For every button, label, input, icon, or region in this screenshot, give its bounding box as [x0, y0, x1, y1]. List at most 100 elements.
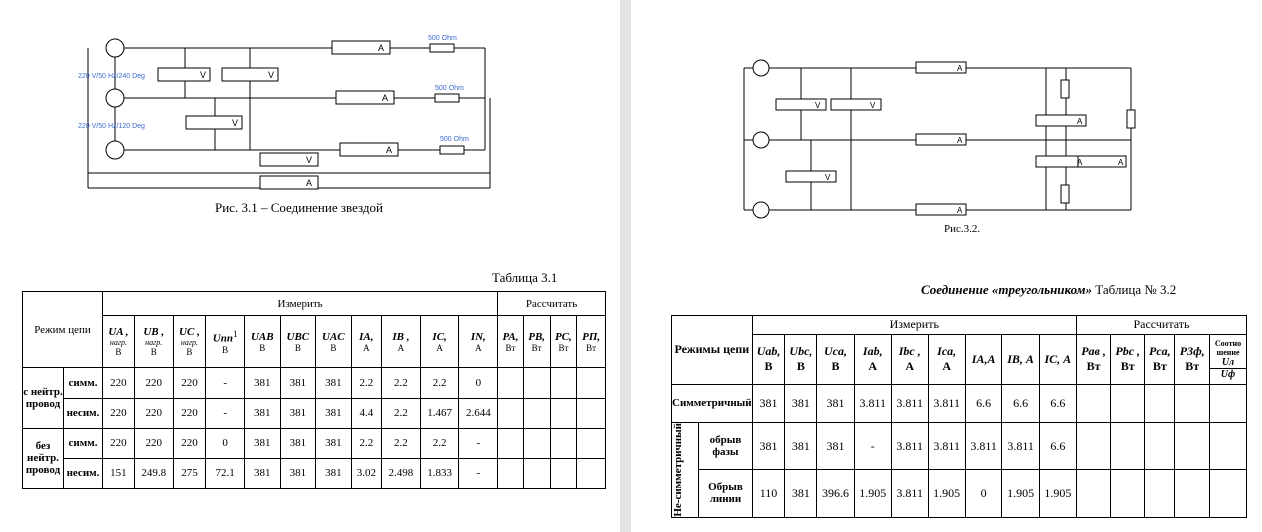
calc-col-header: Pbc ,Вт [1110, 333, 1146, 385]
empty-cell [1209, 383, 1247, 423]
table-cell: 72.1 [205, 457, 246, 490]
empty-cell [1110, 383, 1146, 423]
measure-col-header: IA,А [964, 333, 1003, 385]
source-label-2: 220 V/50 Hz/120 Deg [78, 123, 145, 130]
col-name: Uab, [756, 344, 781, 359]
col-name: Pbc , [1115, 344, 1141, 359]
table-cell: 3.811 [964, 421, 1003, 471]
left-page: 220 V/50 Hz/240 Deg 220 V/50 Hz/120 Deg … [0, 0, 620, 532]
table-cell: 381 [279, 367, 317, 399]
table-cell: 2.644 [458, 397, 499, 429]
table-cell: 220 [102, 397, 135, 429]
table-cell: 381 [784, 469, 818, 518]
row-sub-label: несим. [63, 397, 103, 429]
empty-cell [1174, 383, 1210, 423]
table-cell: 381 [244, 457, 281, 490]
col-name: Uca, [824, 344, 847, 359]
empty-cell [497, 457, 524, 490]
empty-cell [1174, 421, 1210, 471]
col-unit: А [436, 342, 443, 353]
calc-header: Рассчитать [1075, 315, 1248, 335]
empty-cell [1144, 421, 1176, 471]
table-cell: 381 [279, 427, 317, 459]
ammeter-label: A [1077, 117, 1083, 126]
source-label-1: 220 V/50 Hz/240 Deg [78, 73, 145, 80]
table-title: Соединение «треугольником» Таблица № 3.2 [921, 282, 1176, 298]
empty-cell [576, 457, 606, 490]
table-cell: - [205, 367, 246, 399]
col-name: UBC [286, 330, 310, 343]
ammeter-label: A [306, 178, 312, 188]
table-cell: 6.6 [1001, 383, 1040, 423]
table-cell: 3.02 [350, 457, 383, 490]
col-unit: А [475, 342, 482, 353]
measure-col-header: IC,А [419, 315, 460, 369]
table-cell: 2.2 [381, 367, 421, 399]
col-sub: нагр. [180, 338, 198, 348]
col-unit: Вт [531, 342, 542, 353]
table-cell: 2.2 [350, 427, 383, 459]
right-page: V V V A A A A A A Рис.3.2. Соединение «т… [631, 0, 1262, 532]
row-label: Симметричный [671, 383, 753, 423]
table-cell: 381 [279, 397, 317, 429]
mode-header: Режим цепи [22, 290, 103, 369]
group-label-text: Не-симметричный [672, 422, 684, 517]
col-sub: нагр. [145, 338, 163, 348]
table-cell: 3.811 [1001, 421, 1040, 471]
table-cell: 249.8 [133, 457, 174, 490]
col-unit: В [259, 342, 266, 353]
table-cell: 381 [784, 383, 818, 423]
col-name: PΠ, [582, 330, 601, 343]
ammeter-label: A [382, 93, 388, 103]
table-cell: 220 [172, 427, 207, 459]
ratio-label: Соотно шение [1214, 338, 1242, 357]
figure-caption: Рис. 3.1 – Соединение звездой [215, 200, 383, 215]
empty-cell [497, 367, 524, 399]
col-name: PC, [555, 330, 572, 343]
empty-cell [576, 367, 606, 399]
col-name: PB, [528, 330, 546, 343]
figure-caption: Рис.3.2. [944, 223, 981, 235]
table-cell: - [853, 421, 892, 471]
empty-cell [576, 397, 606, 429]
empty-cell [1144, 469, 1176, 518]
table-cell: 381 [315, 427, 352, 459]
row-sub-label: обрыв фазы [698, 421, 753, 471]
ammeter-label: A [1077, 158, 1083, 167]
col-unit: В [764, 359, 773, 374]
voltmeter-label: V [306, 155, 312, 165]
table-cell: 381 [751, 421, 786, 471]
measure-col-header: IA,А [350, 315, 383, 369]
col-name: UAB [250, 330, 274, 343]
table-cell: 381 [244, 367, 281, 399]
col-name: IA,А [971, 351, 996, 366]
calc-col-header: PB,Вт [522, 315, 551, 369]
delta-connection-diagram: V V V A A A A A A [743, 59, 1136, 219]
voltmeter-label: V [815, 101, 821, 110]
measure-col-header: Ubc,В [784, 333, 818, 385]
empty-cell [1144, 383, 1176, 423]
col-name: IA, [359, 330, 374, 343]
table-cell: 2.2 [350, 367, 383, 399]
measure-col-header: Ibc ,А [890, 333, 929, 385]
col-unit: В [222, 344, 229, 355]
col-unit: Вт [1086, 359, 1101, 374]
row-sub-label: несим. [63, 457, 103, 490]
table-cell: 381 [244, 397, 281, 429]
empty-cell [522, 427, 551, 459]
table-title-rest: Таблица № 3.2 [1092, 282, 1177, 297]
table-cell: 220 [172, 397, 207, 429]
table-cell: 1.905 [927, 469, 966, 518]
table-cell: 220 [133, 427, 174, 459]
col-unit: А [942, 359, 951, 374]
col-name: IB , [392, 330, 410, 343]
col-unit: А [397, 342, 405, 353]
row-sub-label: симм. [63, 427, 103, 459]
empty-cell [576, 427, 606, 459]
empty-cell [549, 457, 578, 490]
calc-col-header: PA,Вт [497, 315, 524, 369]
table-cell: 2.2 [381, 397, 421, 429]
resistor-label: 500 Ohm [440, 136, 469, 143]
